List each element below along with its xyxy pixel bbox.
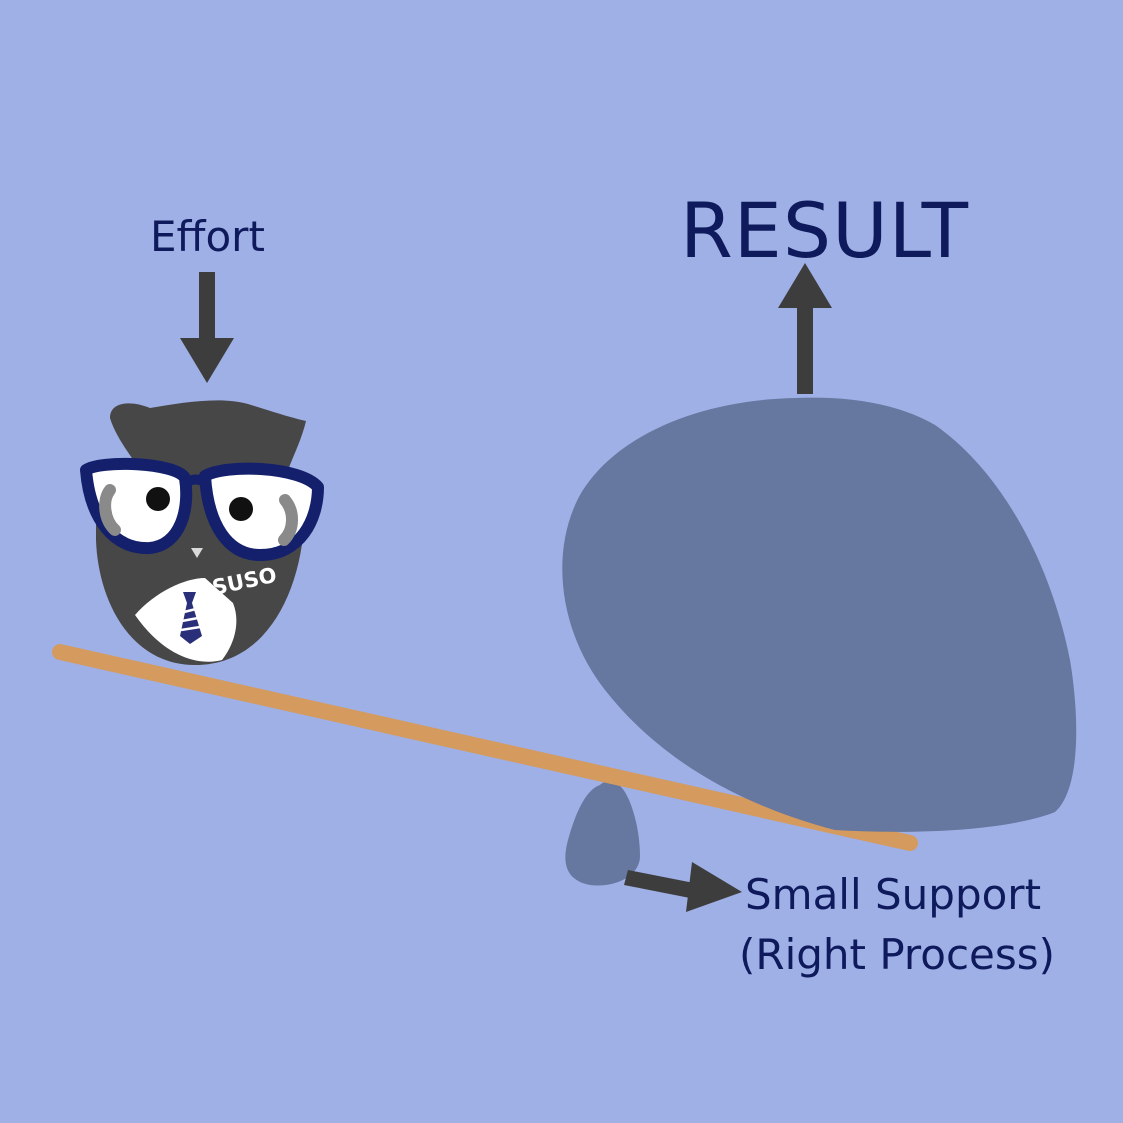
owl-icon: SUSO	[80, 400, 324, 665]
down-arrow-icon	[180, 272, 234, 383]
effort-label: Effort	[150, 212, 265, 261]
support-label-line2: (Right Process)	[739, 930, 1056, 979]
lever-plank	[52, 644, 918, 851]
right-arrow-icon	[624, 862, 742, 912]
tie-icon	[180, 592, 202, 644]
support-label-line1: Small Support	[745, 870, 1042, 919]
rock-icon	[562, 397, 1077, 832]
glasses-icon	[80, 457, 324, 561]
fulcrum-icon	[565, 781, 640, 886]
result-label: RESULT	[680, 186, 969, 275]
up-arrow-icon	[778, 263, 832, 394]
